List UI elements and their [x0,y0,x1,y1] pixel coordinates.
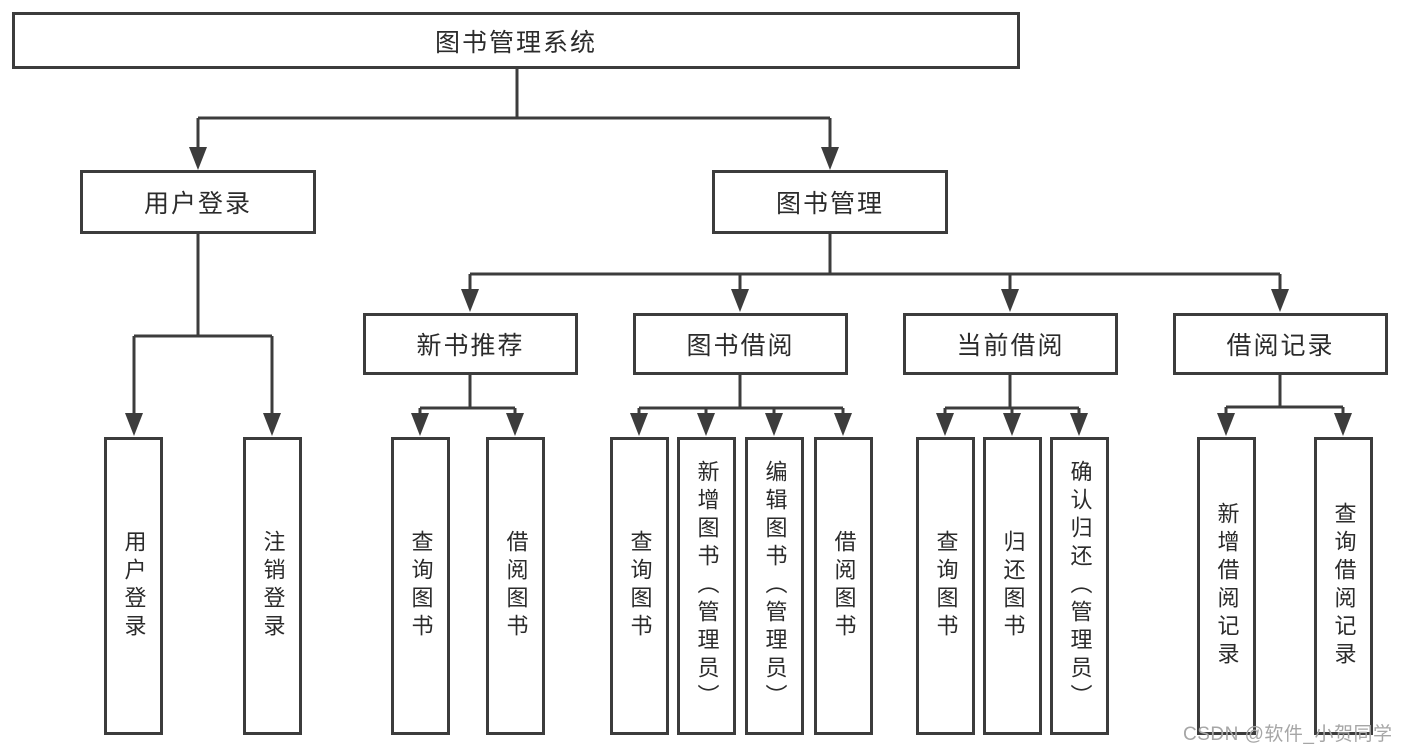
leaf-borrow-query-books: 查询图书 [610,437,669,735]
node-label: 归还图书 [1000,530,1026,642]
node-label: 新书推荐 [416,332,525,360]
leaf-borrow-edit-books-admin: 编辑图书（管理员） [745,437,804,735]
node-label: 借阅图书 [503,530,529,642]
node-new-book-recommend: 新书推荐 [363,313,578,375]
leaf-borrow-borrow-books: 借阅图书 [814,437,873,735]
leaf-records-query-borrow-record: 查询借阅记录 [1314,437,1373,735]
node-label: 查询图书 [408,530,434,642]
csdn-watermark: CSDN @软件_小贺同学 [1183,724,1393,745]
node-book-management: 图书管理 [712,170,948,234]
leaf-recommend-borrow-books: 借阅图书 [486,437,545,735]
node-borrow-records: 借阅记录 [1173,313,1388,375]
node-label: 图书借阅 [686,332,795,360]
leaf-borrow-add-books-admin: 新增图书（管理员） [677,437,736,735]
node-label: 查询图书 [933,530,959,642]
leaf-recommend-query-books: 查询图书 [391,437,450,735]
node-label: 新增图书（管理员） [694,460,720,712]
leaf-current-query-books: 查询图书 [916,437,975,735]
leaf-user-login: 用户登录 [104,437,163,735]
node-label: 借阅图书 [831,530,857,642]
node-book-borrow: 图书借阅 [633,313,848,375]
node-current-borrow: 当前借阅 [903,313,1118,375]
node-root: 图书管理系统 [12,12,1020,69]
leaf-current-return-books: 归还图书 [983,437,1042,735]
node-label: 注销登录 [260,530,286,642]
node-label: 图书管理系统 [434,28,597,57]
leaf-logout: 注销登录 [243,437,302,735]
node-label: 当前借阅 [956,332,1065,360]
node-label: 查询图书 [627,530,653,642]
node-label: 用户登录 [121,530,147,642]
node-label: 图书管理 [775,190,884,218]
node-user-login: 用户登录 [80,170,316,234]
node-label: 编辑图书（管理员） [762,460,788,712]
node-label: 确认归还（管理员） [1067,460,1093,712]
leaf-current-confirm-return-admin: 确认归还（管理员） [1050,437,1109,735]
leaf-records-add-borrow-record: 新增借阅记录 [1197,437,1256,735]
node-label: 用户登录 [143,190,252,218]
node-label: 新增借阅记录 [1214,502,1240,670]
node-label: 查询借阅记录 [1331,502,1357,670]
node-label: 借阅记录 [1226,332,1335,360]
